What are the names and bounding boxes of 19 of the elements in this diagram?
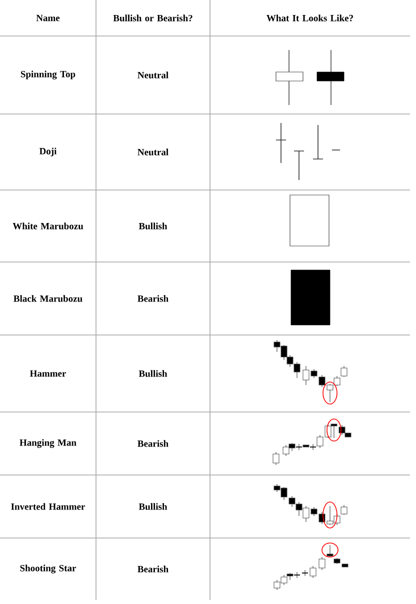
column-header: Bullish or Bearish? [113, 14, 192, 22]
table-cell: Bearish [138, 566, 168, 572]
table-cell: Shooting Star [20, 564, 76, 574]
table-cell: Hanging Man [20, 439, 76, 448]
table-cell: Inverted Hammer [11, 503, 85, 510]
table-cell: Spinning Top [20, 70, 76, 80]
table-cell: Bearish [138, 295, 168, 302]
table-cell: Doji [39, 148, 57, 156]
table-cell: Hammer [30, 370, 66, 377]
table-cell: Bullish [138, 503, 168, 510]
column-header: Name [36, 14, 60, 22]
table-cell: Black Marubozu [14, 295, 82, 302]
table-cell: Bullish [138, 222, 168, 230]
column-header: What It Looks Like? [266, 14, 353, 22]
table-cell: White Marubozu [12, 222, 84, 230]
table-cell: Neutral [138, 72, 168, 78]
table-cell: Neutral [138, 148, 168, 156]
table-cell: Bearish [138, 440, 168, 447]
table-cell: Bullish [138, 370, 168, 377]
